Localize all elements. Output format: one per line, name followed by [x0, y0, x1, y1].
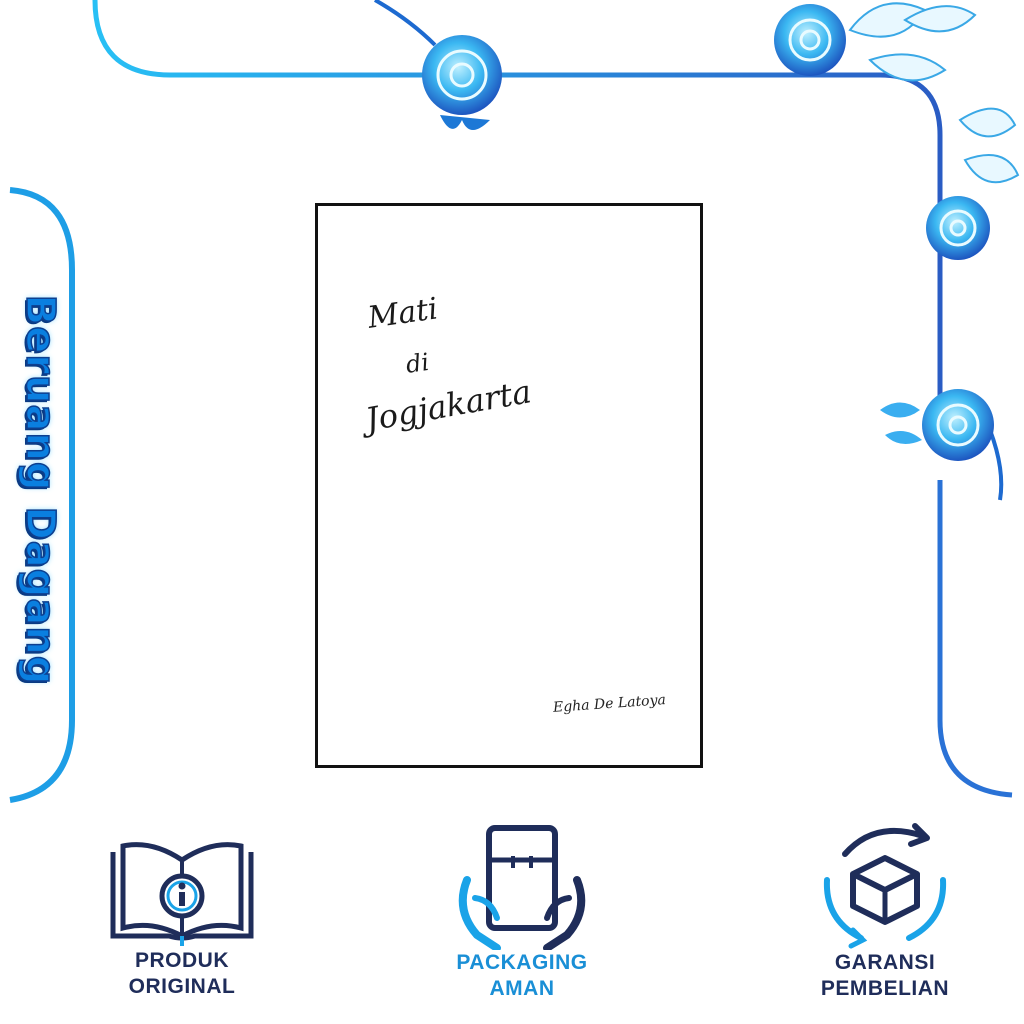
- feature-label-line-2: AMAN: [489, 977, 555, 1000]
- rose-icon: [926, 196, 990, 260]
- package-hands-icon: [458, 825, 586, 950]
- feature-garansi-pembelian: GARANSI PEMBELIAN: [775, 820, 995, 1002]
- rose-icon: [422, 35, 502, 130]
- book-title-line-1: Mati: [365, 291, 441, 336]
- brand-text: Beruang Dagang: [16, 294, 64, 686]
- feature-label-line-1: PACKAGING: [456, 951, 588, 974]
- info-book-icon: [110, 842, 254, 946]
- feature-label-line-1: GARANSI: [834, 951, 936, 974]
- book-title-line-3: Jogjakarta: [362, 372, 535, 439]
- rose-icon: [880, 389, 994, 461]
- feature-label-line-2: PEMBELIAN: [820, 977, 950, 1000]
- feature-produk-original: PRODUK ORIGINAL: [72, 840, 292, 1000]
- book-author: Egha De Latoya: [552, 692, 667, 716]
- feature-packaging-aman: PACKAGING AMAN: [412, 820, 632, 1002]
- feature-label-line-1: PRODUK: [134, 949, 229, 972]
- feature-label-line-2: ORIGINAL: [128, 975, 236, 998]
- book-cover: Mati di Jogjakarta Egha De Latoya: [315, 203, 703, 768]
- box-refresh-icon: [823, 823, 947, 949]
- rose-icon: [774, 4, 846, 76]
- book-title-line-2: di: [404, 347, 431, 379]
